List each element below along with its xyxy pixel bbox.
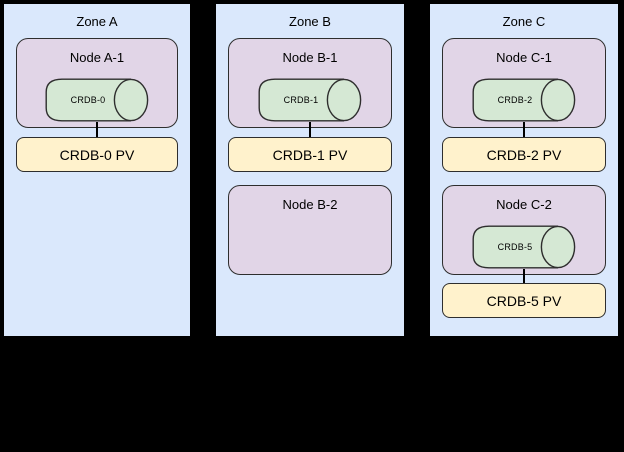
zone-title: Zone B	[289, 14, 331, 29]
node-label: Node B-1	[282, 50, 338, 65]
cylinder-label: CRDB-2	[497, 95, 533, 105]
pv-box: CRDB-2 PV	[442, 137, 606, 172]
connector-line	[96, 122, 98, 137]
database-cylinder-icon: CRDB-0	[45, 78, 149, 122]
node-b2: Node B-2	[228, 185, 392, 275]
zone-title: Zone A	[76, 14, 118, 29]
cylinder-label: CRDB-5	[497, 242, 533, 252]
cylinder-label: CRDB-1	[283, 95, 319, 105]
zone-c: Zone C Node C-1 CRDB-2 CRDB-2 PV Node C-…	[428, 2, 620, 338]
pv-box: CRDB-1 PV	[228, 137, 392, 172]
node-a1: Node A-1 CRDB-0	[16, 38, 178, 128]
cylinder-label: CRDB-0	[70, 95, 106, 105]
node-c1: Node C-1 CRDB-2	[442, 38, 606, 128]
node-label: Node B-2	[282, 197, 338, 212]
connector-line	[523, 269, 525, 283]
node-label: Node C-2	[496, 197, 552, 212]
database-cylinder-icon: CRDB-5	[472, 225, 576, 269]
connector-line	[309, 122, 311, 137]
database-cylinder-icon: CRDB-1	[258, 78, 362, 122]
pv-label: CRDB-0 PV	[59, 146, 135, 163]
pv-box: CRDB-0 PV	[16, 137, 178, 172]
node-b1: Node B-1 CRDB-1	[228, 38, 392, 128]
pv-label: CRDB-5 PV	[486, 292, 562, 309]
pv-box: CRDB-5 PV	[442, 283, 606, 318]
zone-a: Zone A Node A-1 CRDB-0 CRDB-0 PV	[2, 2, 192, 338]
connector-line	[523, 122, 525, 137]
node-label: Node A-1	[69, 50, 125, 65]
pv-label: CRDB-2 PV	[486, 146, 562, 163]
database-cylinder-icon: CRDB-2	[472, 78, 576, 122]
zone-title: Zone C	[502, 14, 546, 29]
node-label: Node C-1	[496, 50, 552, 65]
pv-label: CRDB-1 PV	[272, 146, 348, 163]
zone-b: Zone B Node B-1 CRDB-1 CRDB-1 PV Node B-…	[214, 2, 406, 338]
node-c2: Node C-2 CRDB-5	[442, 185, 606, 275]
